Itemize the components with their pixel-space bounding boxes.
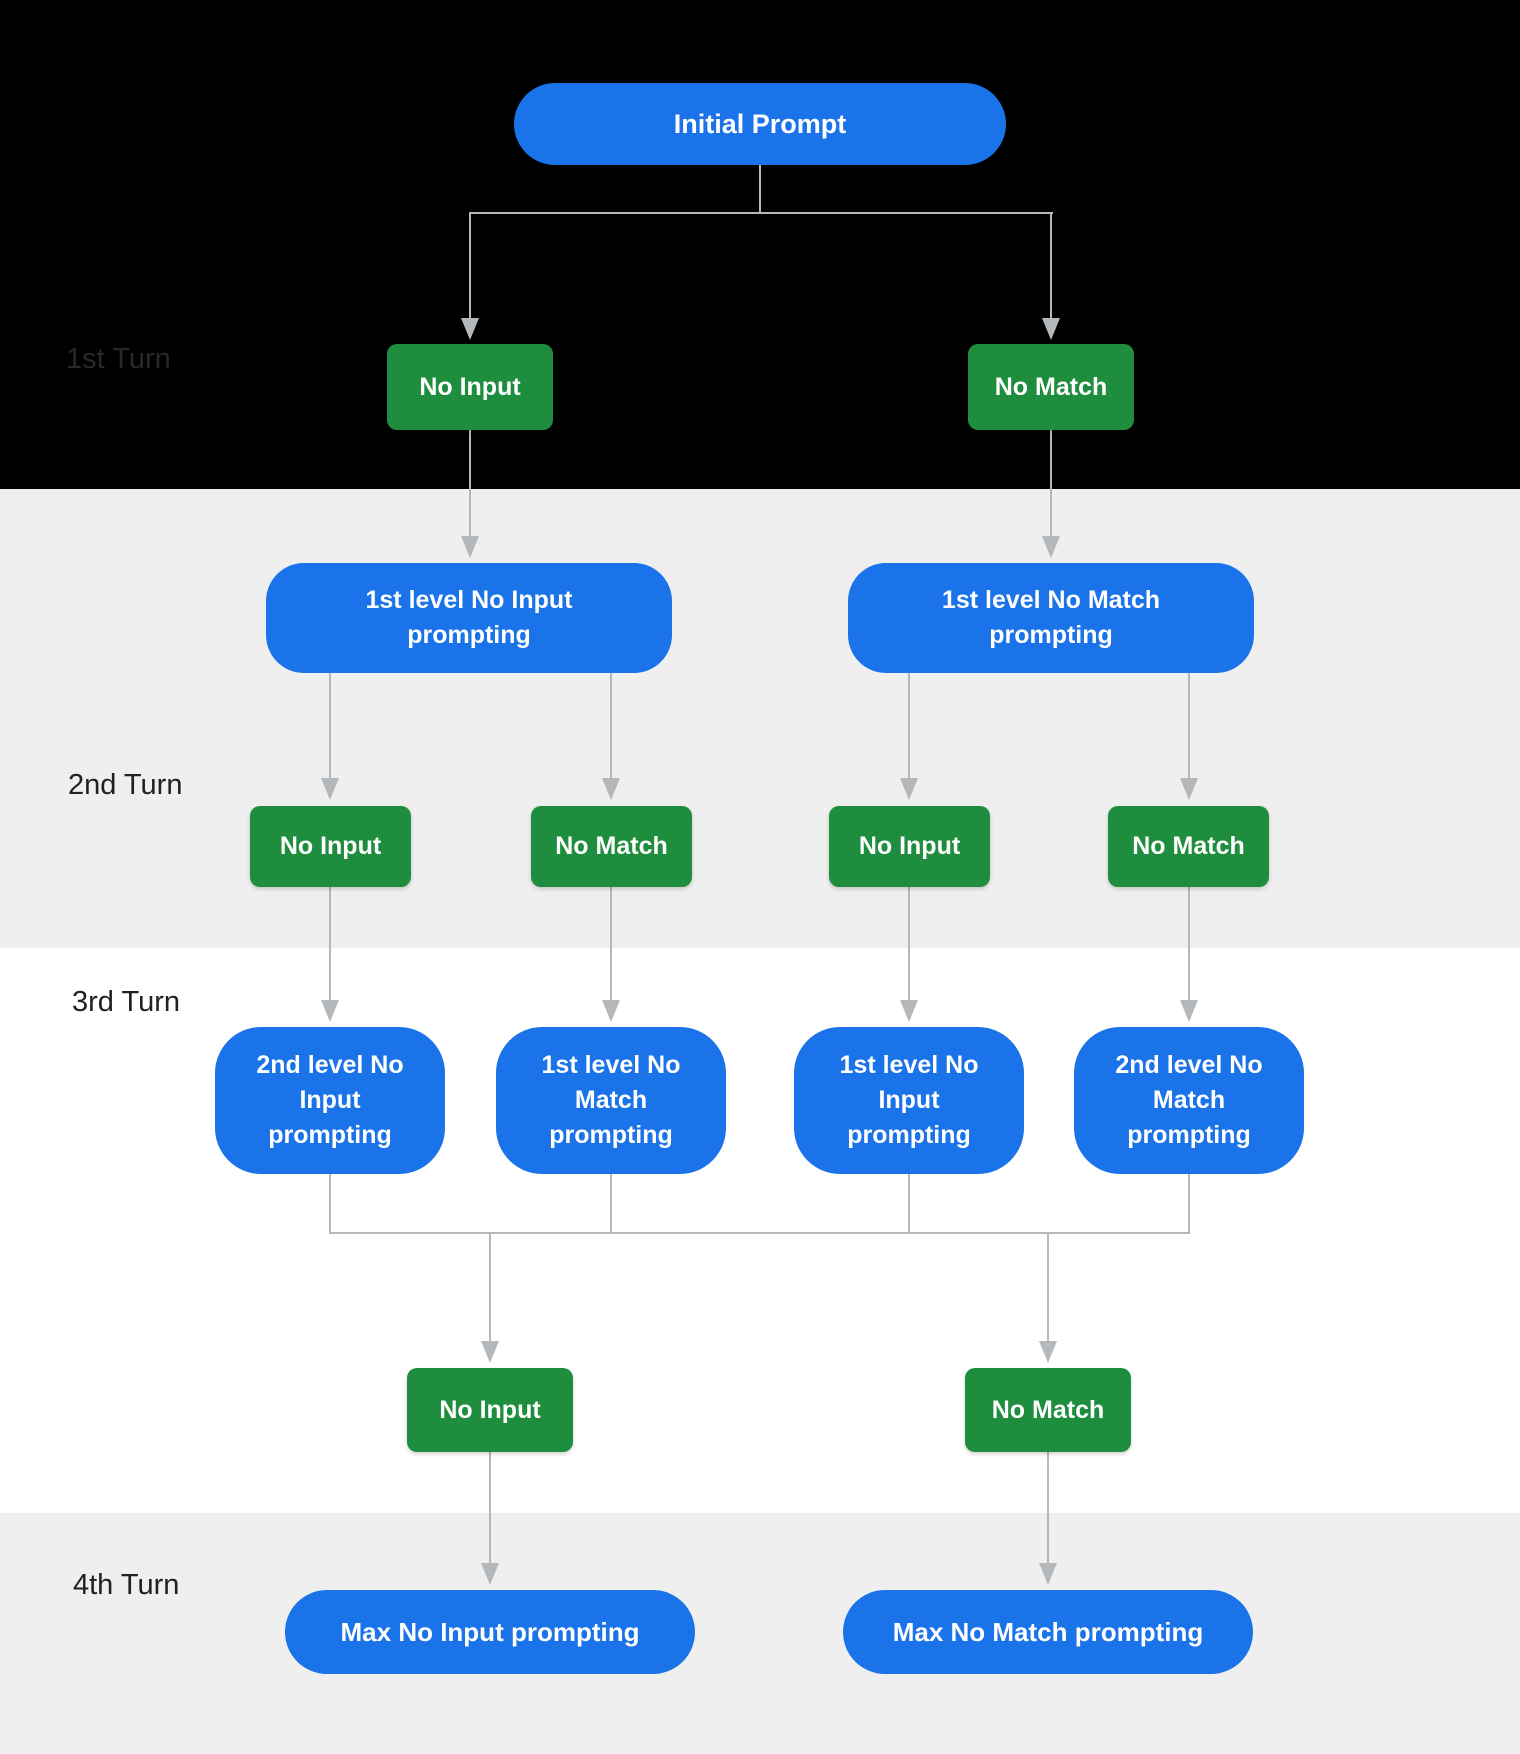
node-level1-no-match-prompting: 1st level No Match prompting	[848, 563, 1254, 673]
arrowhead	[1039, 1341, 1057, 1363]
node-initial-prompt: Initial Prompt	[514, 83, 1006, 165]
arrowhead	[481, 1563, 499, 1585]
arrowhead	[481, 1341, 499, 1363]
arrowhead	[1180, 778, 1198, 800]
node-turn2-no-input-right: No Input	[829, 806, 990, 887]
band-turn-2	[0, 489, 1520, 948]
arrowhead	[461, 536, 479, 558]
connector-no-match-to-level1	[1050, 430, 1052, 536]
connector-to-turn1-no-match	[1050, 213, 1052, 318]
connector-merge-to-no-match	[1047, 1233, 1049, 1341]
connector-level1-to-turn2	[329, 673, 331, 778]
connector-turn2-to-turn3	[1188, 887, 1190, 1000]
band-turn-3	[0, 948, 1520, 1513]
turn-label-1: 1st Turn	[66, 343, 171, 375]
arrowhead	[1039, 1563, 1057, 1585]
arrowhead	[1180, 1000, 1198, 1022]
node-turn1-no-match: No Match	[968, 344, 1134, 430]
connector-to-max-no-input	[489, 1452, 491, 1563]
arrowhead	[1042, 318, 1060, 340]
connector-turn2-to-turn3	[329, 887, 331, 1000]
arrowhead	[321, 778, 339, 800]
node-turn3-1st-level-no-match: 1st level No Match prompting	[496, 1027, 726, 1174]
arrowhead	[1042, 536, 1060, 558]
connector-turn2-to-turn3	[908, 887, 910, 1000]
band-turn-4	[0, 1513, 1520, 1754]
node-turn1-no-input: No Input	[387, 344, 553, 430]
node-turn2-no-input-left: No Input	[250, 806, 411, 887]
connector-level1-to-turn2	[908, 673, 910, 778]
node-turn3-2nd-level-no-input: 2nd level No Input prompting	[215, 1027, 445, 1174]
arrowhead	[900, 778, 918, 800]
connector-merge-to-no-input	[489, 1233, 491, 1341]
connector-turn2-to-turn3	[610, 887, 612, 1000]
node-turn2-no-match-left: No Match	[531, 806, 692, 887]
node-turn4-no-match: No Match	[965, 1368, 1131, 1452]
connector-merge-stub	[610, 1174, 612, 1233]
node-turn2-no-match-right: No Match	[1108, 806, 1269, 887]
node-turn3-2nd-level-no-match: 2nd level No Match prompting	[1074, 1027, 1304, 1174]
band-turn-1	[0, 0, 1520, 489]
arrowhead	[602, 1000, 620, 1022]
arrowhead	[602, 778, 620, 800]
node-max-no-input-prompting: Max No Input prompting	[285, 1590, 695, 1674]
turn-label-3: 3rd Turn	[72, 986, 180, 1018]
arrowhead	[900, 1000, 918, 1022]
arrowhead	[321, 1000, 339, 1022]
connector-split-turn1	[469, 212, 1053, 214]
turn-label-4: 4th Turn	[73, 1569, 180, 1601]
node-max-no-match-prompting: Max No Match prompting	[843, 1590, 1253, 1674]
connector-no-input-to-level1	[469, 430, 471, 536]
node-turn3-1st-level-no-input: 1st level No Input prompting	[794, 1027, 1024, 1174]
turn-label-2: 2nd Turn	[68, 769, 183, 801]
connector-to-max-no-match	[1047, 1452, 1049, 1563]
connector-merge-stub	[329, 1174, 331, 1233]
connector-merge-stub	[908, 1174, 910, 1233]
node-turn4-no-input: No Input	[407, 1368, 573, 1452]
connector-to-turn1-no-input	[469, 213, 471, 318]
connector-merge-stub	[1188, 1174, 1190, 1233]
connector-level1-to-turn2	[1188, 673, 1190, 778]
connector-merge-bus	[329, 1232, 1190, 1234]
arrowhead	[461, 318, 479, 340]
connector-initial-stub	[759, 164, 761, 214]
node-level1-no-input-prompting: 1st level No Input prompting	[266, 563, 672, 673]
connector-level1-to-turn2	[610, 673, 612, 778]
